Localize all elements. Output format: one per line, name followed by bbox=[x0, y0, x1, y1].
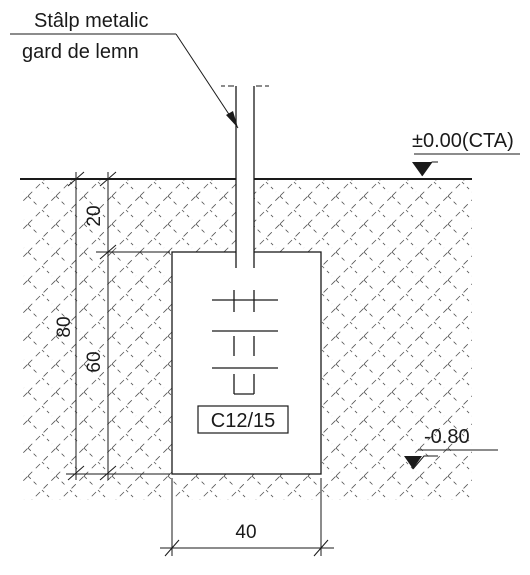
svg-text:-0.80: -0.80 bbox=[424, 426, 470, 448]
svg-text:±0.00(CTA): ±0.00(CTA) bbox=[412, 130, 514, 152]
horizontal-dimension: 40 bbox=[160, 478, 334, 557]
dim-foundation-width: 40 bbox=[235, 522, 256, 543]
vertical-dimensions: 80 20 60 bbox=[54, 171, 170, 481]
svg-text:C12/15: C12/15 bbox=[211, 410, 276, 432]
dim-top-offset: 20 bbox=[84, 205, 105, 226]
concrete-class-label: C12/15 bbox=[197, 405, 289, 434]
svg-text:gard de lemn: gard de lemn bbox=[22, 41, 139, 63]
anchor-bars bbox=[212, 290, 278, 395]
metal-post bbox=[221, 85, 269, 268]
level-marker-bottom: -0.80 bbox=[404, 426, 498, 470]
svg-text:Stâlp metalic: Stâlp metalic bbox=[34, 10, 149, 32]
dim-total-depth: 80 bbox=[54, 316, 75, 337]
concrete-foundation bbox=[171, 251, 322, 475]
post-label: Stâlp metalic gard de lemn bbox=[10, 10, 239, 129]
dim-foundation-depth: 60 bbox=[84, 351, 105, 372]
level-marker-top: ±0.00(CTA) bbox=[412, 130, 520, 177]
